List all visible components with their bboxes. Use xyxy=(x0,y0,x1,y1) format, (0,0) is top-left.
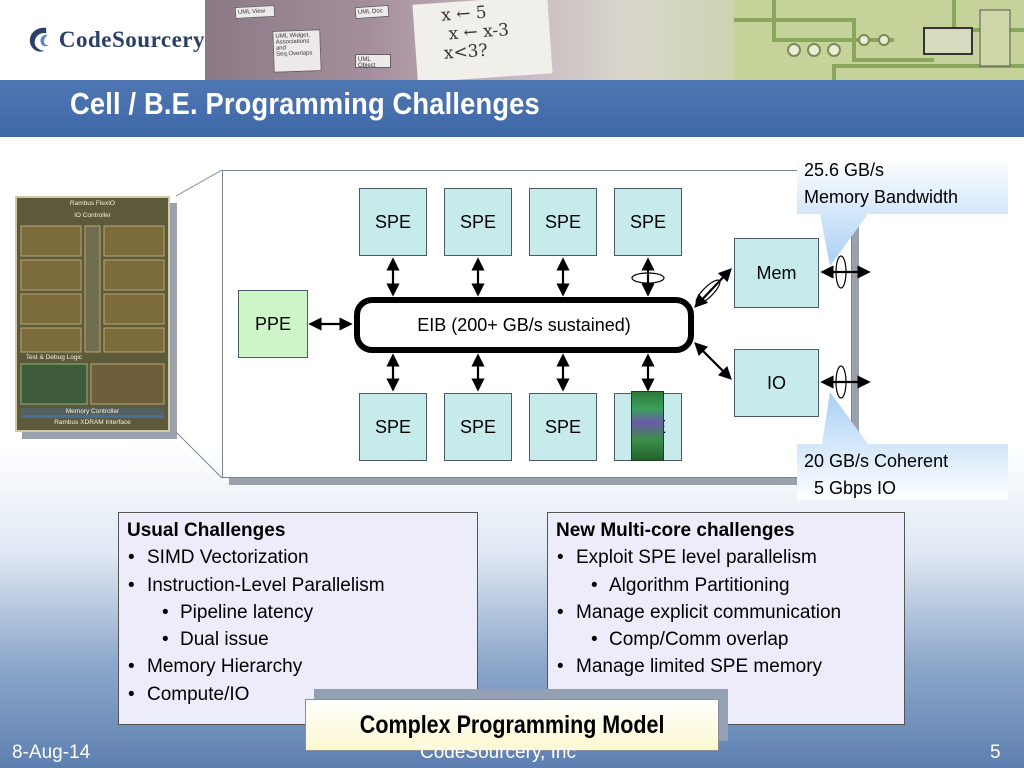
logo: CodeSourcery xyxy=(0,0,205,80)
list-item: Dual issue xyxy=(127,626,469,654)
list-item: Memory Hierarchy xyxy=(127,653,469,681)
ppe-block: PPE xyxy=(238,290,308,358)
handwritten-note: x ← 5 x ← x-3 x<3? xyxy=(412,0,553,80)
die-label: Test & Debug Logic xyxy=(21,354,87,361)
uml-card: UML Widget, Associations and Seq.Overlap… xyxy=(272,29,322,73)
eib-ring: EIB (200+ GB/s sustained) xyxy=(354,297,694,353)
list-item: Manage limited SPE memory xyxy=(556,653,896,681)
spe-block-bottom-3: SPE xyxy=(529,393,597,461)
list-item: Exploit SPE level parallelism xyxy=(556,544,896,572)
die-texture xyxy=(17,198,168,430)
die-label: Memory Controller xyxy=(21,408,164,415)
list-item: Instruction-Level Parallelism xyxy=(127,572,469,600)
complex-programming-banner: Complex Programming Model xyxy=(305,699,719,751)
memory-bandwidth-callout: 25.6 GB/s Memory Bandwidth xyxy=(804,160,959,207)
logo-text: CodeSourcery xyxy=(58,27,205,52)
spe-block-top-2: SPE xyxy=(444,188,512,256)
die-label: Rambus FlexIO xyxy=(21,200,164,207)
list-item: Compute/IO xyxy=(127,681,469,709)
spe-die-photo-overlay xyxy=(631,391,664,461)
spe-block-bottom-2: SPE xyxy=(444,393,512,461)
io-block: IO xyxy=(734,349,819,417)
io-bandwidth-callout: 20 GB/s Coherent 5 Gbps IO xyxy=(804,451,949,498)
uml-card: UML Doc xyxy=(354,4,390,20)
uml-card: UML View xyxy=(234,4,276,20)
list-item: Algorithm Partitioning xyxy=(556,572,896,600)
list-item: Pipeline latency xyxy=(127,599,469,627)
uml-card: UML Object xyxy=(355,54,391,69)
die-label: IO Controller xyxy=(21,212,164,219)
die-label: Rambus XDRAM Interface xyxy=(21,419,164,426)
banner-text: Complex Programming Model xyxy=(359,710,665,739)
multicore-challenges-title: New Multi-core challenges xyxy=(556,520,795,541)
footer-company: CodeSourcery, Inc xyxy=(420,742,576,763)
footer-date: 8-Aug-14 xyxy=(12,742,91,763)
list-item: SIMD Vectorization xyxy=(127,544,469,572)
page-title: Cell / B.E. Programming Challenges xyxy=(70,86,540,121)
mem-block: Mem xyxy=(734,238,819,308)
title-band xyxy=(0,80,1024,137)
spe-block-top-4: SPE xyxy=(614,188,682,256)
spe-block-bottom-1: SPE xyxy=(359,393,427,461)
circuit-board-image xyxy=(734,0,1024,80)
list-item: Manage explicit communication xyxy=(556,599,896,627)
page-number: 5 xyxy=(990,742,1001,763)
cell-die-photo: Rambus FlexIO IO Controller Test & Debug… xyxy=(15,196,170,432)
usual-challenges-title: Usual Challenges xyxy=(127,520,286,541)
codesourcery-swirl-icon xyxy=(29,27,49,52)
spe-block-top-1: SPE xyxy=(359,188,427,256)
spe-block-top-3: SPE xyxy=(529,188,597,256)
list-item: Comp/Comm overlap xyxy=(556,626,896,654)
header-photo-strip: UML View UML Widget, Associations and Se… xyxy=(205,0,1024,80)
